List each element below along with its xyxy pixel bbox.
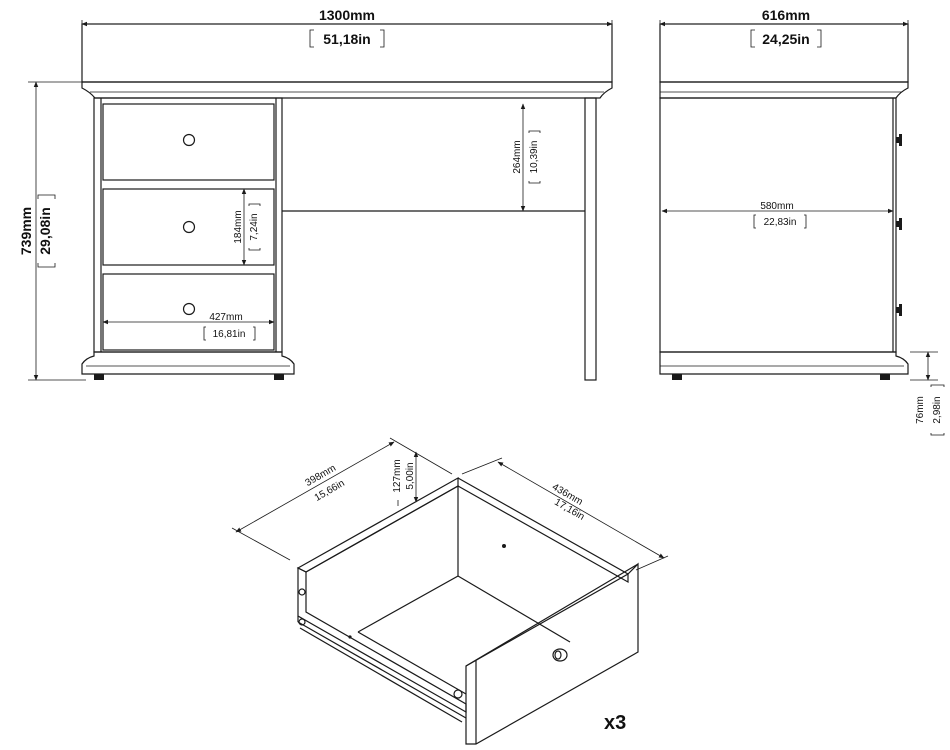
drawer-isometric	[296, 476, 639, 745]
side-top-edge	[659, 81, 909, 99]
drawer-front-height-in: 7,24in	[249, 213, 260, 240]
side-dimensions: 616mm 24,25in 580mm 22,83in 76mm 2,98in	[659, 7, 945, 436]
front-dimensions: 1300mm 51,18in 739mm 29,08in 264mm 10,39…	[18, 7, 613, 381]
side-inner-depth-in: 22,83in	[764, 217, 797, 228]
front-view	[81, 23, 613, 381]
drawer-knob-3	[182, 302, 196, 316]
side-knob-3	[896, 304, 902, 316]
drawer-bottom-edge	[357, 631, 467, 695]
drawer-left-side	[297, 567, 467, 714]
side-knob-2	[896, 218, 902, 230]
drawer-front-panel	[465, 562, 639, 745]
drawer-height-in: 5,00in	[405, 462, 416, 489]
drawer-quantity: x3	[604, 712, 626, 734]
side-depth-mm: 616mm	[762, 7, 810, 23]
front-width-in: 51,18in	[323, 31, 370, 47]
drawer-front-3	[102, 273, 275, 351]
drawer-front-2	[102, 188, 275, 266]
front-height-mm: 739mm	[18, 207, 34, 255]
drawer-front-width-in: 16,81in	[213, 329, 246, 340]
knee-height-in: 10,39in	[529, 141, 540, 174]
side-knob-1	[896, 134, 902, 146]
front-plinth	[81, 351, 295, 375]
front-right-leg	[584, 97, 597, 381]
drawer-right-side-top	[457, 477, 629, 584]
knee-height-mm: 264mm	[512, 140, 523, 173]
front-width-mm: 1300mm	[319, 7, 375, 23]
drawer-knob-2	[182, 220, 196, 234]
plinth-height-mm: 76mm	[915, 396, 926, 424]
drawer-knob-1	[182, 133, 196, 147]
side-plinth	[659, 351, 909, 375]
drawer-height-mm: 127mm	[392, 459, 403, 492]
front-top-edge	[81, 81, 613, 99]
drawer-back-panel	[305, 484, 459, 633]
drawer-runner-wheel	[453, 689, 463, 699]
front-height-in: 29,08in	[37, 207, 53, 254]
side-depth-in: 24,25in	[762, 31, 809, 47]
side-inner-depth-mm: 580mm	[760, 201, 793, 212]
drawer-front-width-mm: 427mm	[209, 312, 242, 323]
drawer-front-height-mm: 184mm	[233, 210, 244, 243]
drawer-knob	[552, 648, 568, 662]
plinth-height-in: 2,98in	[932, 396, 943, 423]
drawer-front-1	[102, 103, 275, 181]
